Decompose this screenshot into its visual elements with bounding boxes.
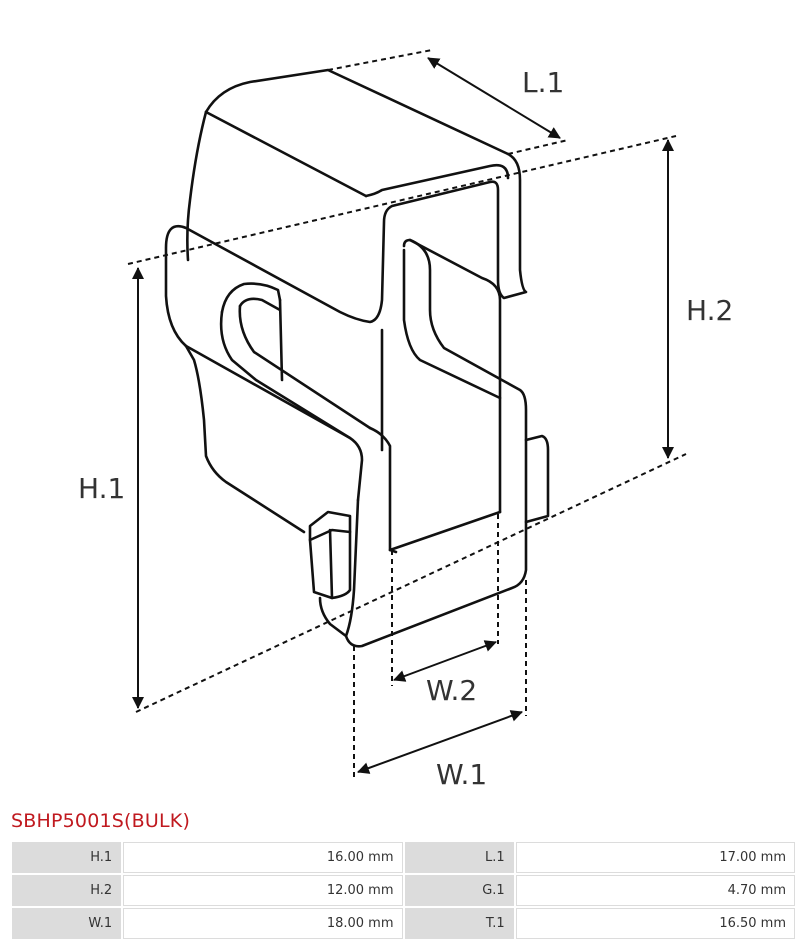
spec-key: W.1 — [12, 908, 122, 939]
w1-arrow — [357, 710, 523, 774]
spec-value: 16.50 mm — [515, 908, 795, 939]
label-w1: W.1 — [436, 758, 487, 791]
brush-holder-part — [164, 68, 550, 648]
part-number-title: SBHP5001S(BULK) — [11, 810, 191, 832]
table-row: H.2 12.00 mm G.1 4.70 mm — [12, 875, 795, 906]
table-row: H.1 16.00 mm L.1 17.00 mm — [12, 842, 795, 873]
spec-key: G.1 — [404, 875, 514, 906]
spec-value: 4.70 mm — [515, 875, 795, 906]
spec-value: 16.00 mm — [123, 842, 403, 873]
spec-key: L.1 — [404, 842, 514, 873]
spec-table: H.1 16.00 mm L.1 17.00 mm H.2 12.00 mm G… — [10, 840, 797, 941]
w2-arrow — [393, 640, 497, 682]
spec-value: 17.00 mm — [515, 842, 795, 873]
label-w2: W.2 — [426, 674, 477, 707]
dimension-arrows — [132, 57, 674, 774]
technical-drawing: L.1 H.2 H.1 W.2 W.1 — [78, 49, 733, 791]
l1-arrow — [427, 57, 561, 139]
spec-key: T.1 — [404, 908, 514, 939]
label-h2: H.2 — [686, 294, 733, 327]
spec-key: H.2 — [12, 875, 122, 906]
label-h1: H.1 — [78, 472, 125, 505]
extension-lines — [127, 49, 687, 778]
label-l1: L.1 — [522, 66, 564, 99]
spec-value: 12.00 mm — [123, 875, 403, 906]
spec-key: H.1 — [12, 842, 122, 873]
table-row: W.1 18.00 mm T.1 16.50 mm — [12, 908, 795, 939]
dimension-labels: L.1 H.2 H.1 W.2 W.1 — [78, 66, 733, 791]
spec-value: 18.00 mm — [123, 908, 403, 939]
